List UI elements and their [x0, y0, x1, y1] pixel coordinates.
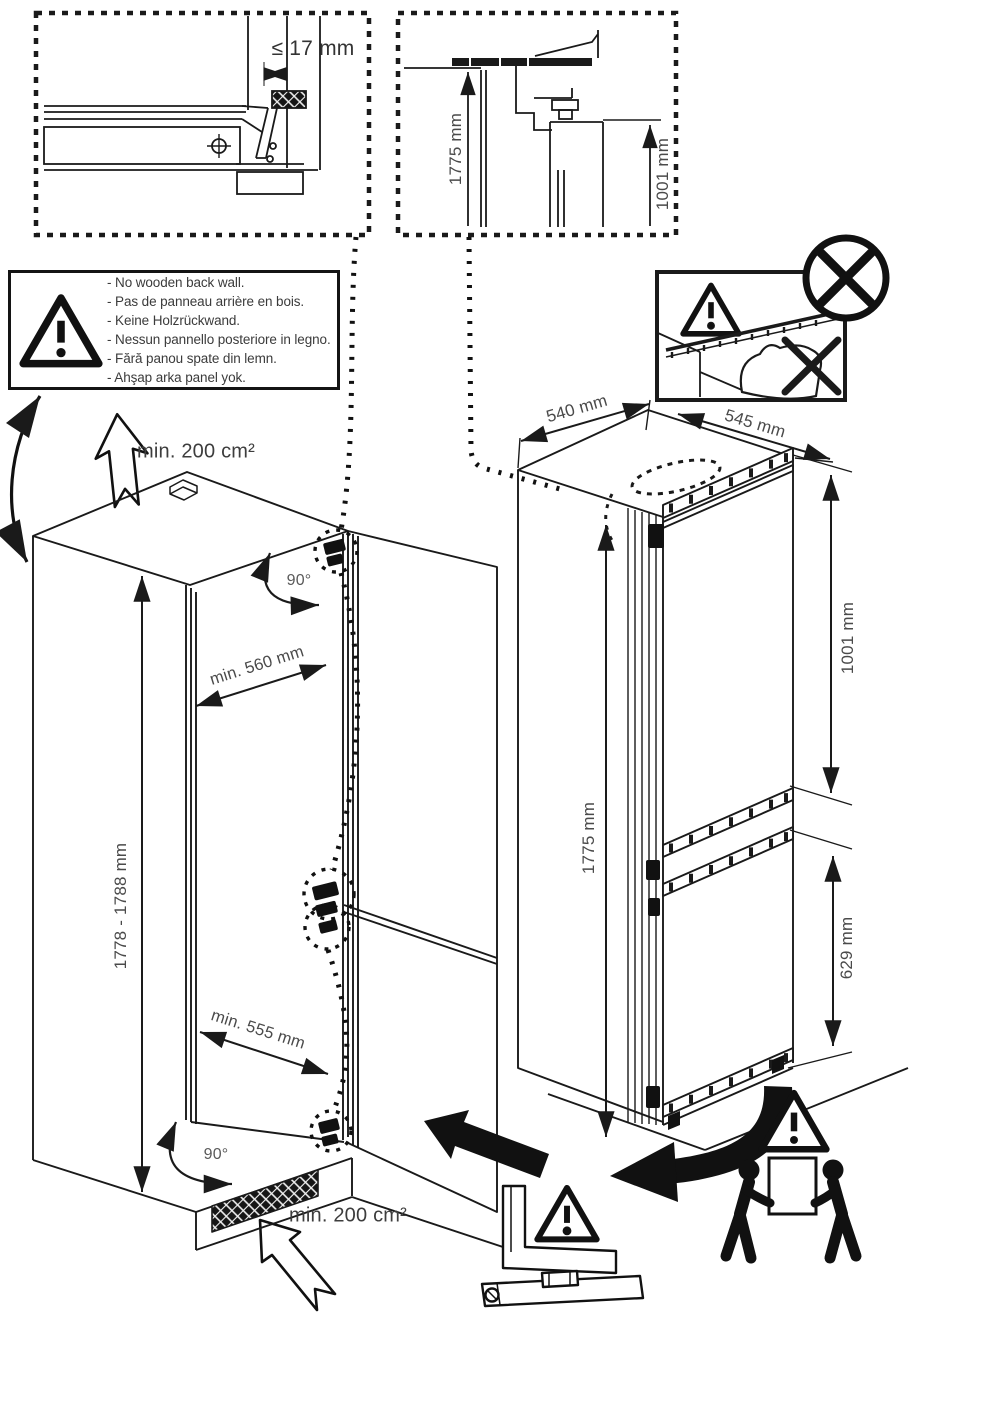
door-angle-top-arc — [250, 552, 320, 616]
airflow-top-arrow — [94, 412, 149, 509]
no-back-wall-warning-box: - No wooden back wall. - Pas de panneau … — [8, 270, 340, 390]
warning-pointer-arrow — [0, 395, 42, 563]
freezer-section-height-label: 629 mm — [837, 916, 856, 980]
hinge-spring — [271, 90, 307, 109]
carried-box — [767, 1156, 818, 1216]
warning-triangle-icon — [537, 1188, 596, 1239]
lift-by-door-prohibition — [655, 270, 847, 402]
door-angle-bottom-arc — [156, 1121, 233, 1194]
hinge-inset-border — [33, 10, 372, 238]
niche-height-label: 1778 - 1788 mm — [111, 842, 130, 970]
door-angle-bottom-label: 90° — [203, 1146, 229, 1163]
hinge-highlight-circles — [302, 528, 359, 1153]
top-bracket — [169, 479, 198, 501]
two-person-lift-icon — [720, 1093, 862, 1264]
spirit-level-icon — [480, 1274, 645, 1308]
niche-depth-bottom-dim — [199, 1031, 329, 1075]
niche-depth-top-dim — [195, 664, 327, 707]
warning-triangle-icon — [19, 292, 103, 368]
warning-line: - Nessun pannello posteriore in legno. — [107, 332, 331, 347]
warning-text: - No wooden back wall. - Pas de panneau … — [107, 273, 331, 387]
prohibition-box — [655, 270, 847, 402]
warning-line: - Pas de panneau arrière en bois. — [107, 294, 305, 309]
appliance-dimensions — [517, 399, 853, 1137]
vent-area-top-label: min. 200 cm² — [137, 440, 255, 463]
section-detail-inset — [395, 10, 679, 238]
inset-upper-height-label: 1001 mm — [653, 137, 672, 211]
door-hinges — [312, 538, 346, 1147]
rotate-arrow — [610, 1086, 793, 1202]
hinge-clearance-label: ≤ 17 mm — [271, 37, 355, 60]
warning-line: - Ahşap arka panel yok. — [107, 370, 246, 385]
cross-out-icon — [781, 336, 842, 396]
width-dim — [520, 402, 650, 443]
insert-direction-arrow — [424, 1110, 549, 1178]
airflow-bottom-arrow — [258, 1218, 337, 1312]
appliance-height-label: 1775 mm — [579, 801, 598, 875]
prohibition-circle-icon — [802, 234, 890, 322]
warning-triangle-icon — [683, 285, 739, 333]
warning-line: - No wooden back wall. — [107, 275, 245, 290]
inset-height-label: 1775 mm — [446, 112, 465, 186]
hinge-detail-inset — [33, 10, 372, 238]
detail-leader-lines — [325, 236, 561, 1113]
section-inset-border — [395, 10, 679, 238]
door-angle-top-label: 90° — [286, 572, 312, 589]
warning-line: - Fără panou spate din lemn. — [107, 351, 277, 366]
fridge-section-height-label: 1001 mm — [838, 601, 857, 675]
niche-dimensions — [133, 552, 329, 1194]
square-tool-icon — [501, 1184, 618, 1275]
appliance — [517, 409, 909, 1151]
level-check-icon — [480, 1184, 645, 1308]
top-recess-dashed — [630, 458, 722, 496]
appliance-hinge-parts — [646, 524, 784, 1130]
rail-ticks — [669, 453, 788, 1113]
open-door-panel — [347, 530, 498, 1213]
bottom-vent-grille — [211, 1169, 319, 1233]
vent-area-bottom-label: min. 200 cm² — [289, 1204, 407, 1227]
depth-dim — [677, 413, 831, 460]
warning-line: - Keine Holzrückwand. — [107, 313, 240, 328]
